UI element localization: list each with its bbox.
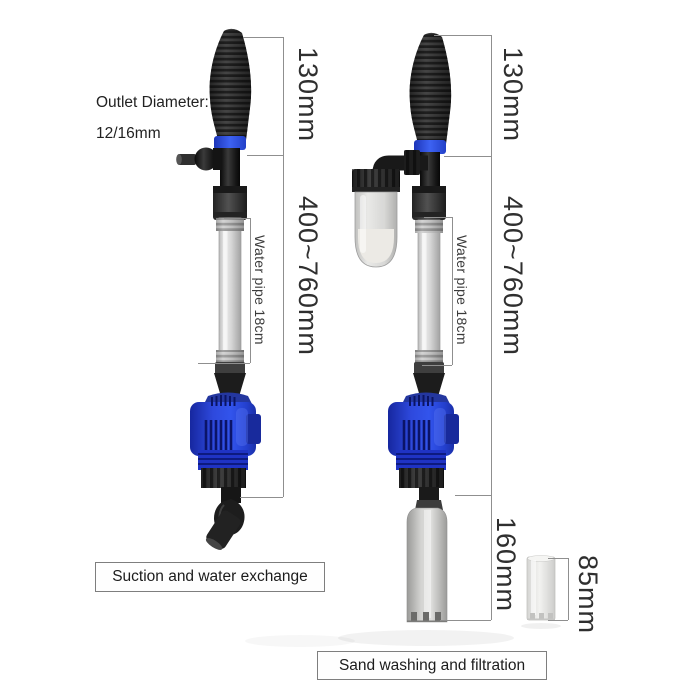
- dim-tick-right-cylinder-top: [455, 495, 491, 497]
- left-connector: [213, 186, 247, 220]
- dim-line-right-vertical: [491, 35, 493, 620]
- dim-line-left-vertical: [283, 37, 285, 497]
- dim-tick-left-pipe-top: [224, 218, 250, 220]
- dim-tick-right-top: [434, 35, 491, 37]
- outlet-note-line1: Outlet Diameter:: [96, 94, 209, 111]
- dim-line-small-vertical: [568, 558, 570, 620]
- left-water-pipe: [216, 217, 244, 369]
- outlet-note-line2: 12/16mm: [96, 125, 161, 142]
- right-pump-body: [386, 391, 461, 490]
- dim-line-right-pipe-vertical: [452, 217, 454, 365]
- dim-tick-left-top: [243, 37, 283, 39]
- right-handle: [409, 32, 452, 144]
- left-handle: [209, 28, 252, 141]
- right-water-pipe: [415, 219, 443, 369]
- left-outlet-valve: [176, 147, 222, 171]
- right-blue-ring: [414, 140, 446, 154]
- dim-line-left-pipe-vertical: [250, 218, 252, 363]
- small-filter-cylinder: [526, 555, 556, 621]
- dim-tick-right-pipe-top: [424, 217, 452, 219]
- dim-label-small-85mm: 85mm: [573, 555, 603, 635]
- right-filter-cup: [352, 169, 400, 268]
- dim-label-right-130mm: 130mm: [498, 47, 528, 143]
- dim-label-left-130mm: 130mm: [293, 47, 323, 143]
- dim-tick-right-bottom: [440, 620, 491, 622]
- dim-label-right-400-760mm: 400~760mm: [498, 196, 528, 356]
- dim-tick-left-bottom: [240, 497, 283, 499]
- dim-label-right-water-pipe: Water pipe 18cm: [454, 235, 470, 345]
- dim-tick-right-pipe-bottom: [422, 365, 452, 367]
- dim-tick-left-pipe-bottom: [198, 363, 250, 365]
- dim-tick-small-top: [548, 558, 568, 560]
- dim-label-left-water-pipe: Water pipe 18cm: [252, 235, 268, 345]
- left-product-siphon: [176, 28, 263, 550]
- dim-label-left-400-760mm: 400~760mm: [293, 196, 323, 356]
- left-suction-nozzle: [205, 487, 245, 550]
- outlet-diameter-note: Outlet Diameter: 12/16mm: [96, 94, 209, 143]
- left-blue-ring: [214, 136, 246, 150]
- right-product-sand-washer: [352, 32, 461, 623]
- right-sand-cylinder: [406, 487, 448, 623]
- dim-tick-small-bottom: [548, 620, 568, 622]
- dim-tick-right-middle: [444, 156, 491, 158]
- caption-suction-and-water-exchange: Suction and water exchange: [95, 562, 325, 592]
- left-pump-body: [188, 391, 263, 490]
- dim-label-right-160mm: 160mm: [491, 517, 521, 613]
- right-connector: [412, 186, 446, 220]
- caption-sand-washing-and-filtration: Sand washing and filtration: [317, 651, 547, 680]
- floor-shadows: [338, 623, 561, 646]
- dim-tick-left-middle: [247, 155, 283, 157]
